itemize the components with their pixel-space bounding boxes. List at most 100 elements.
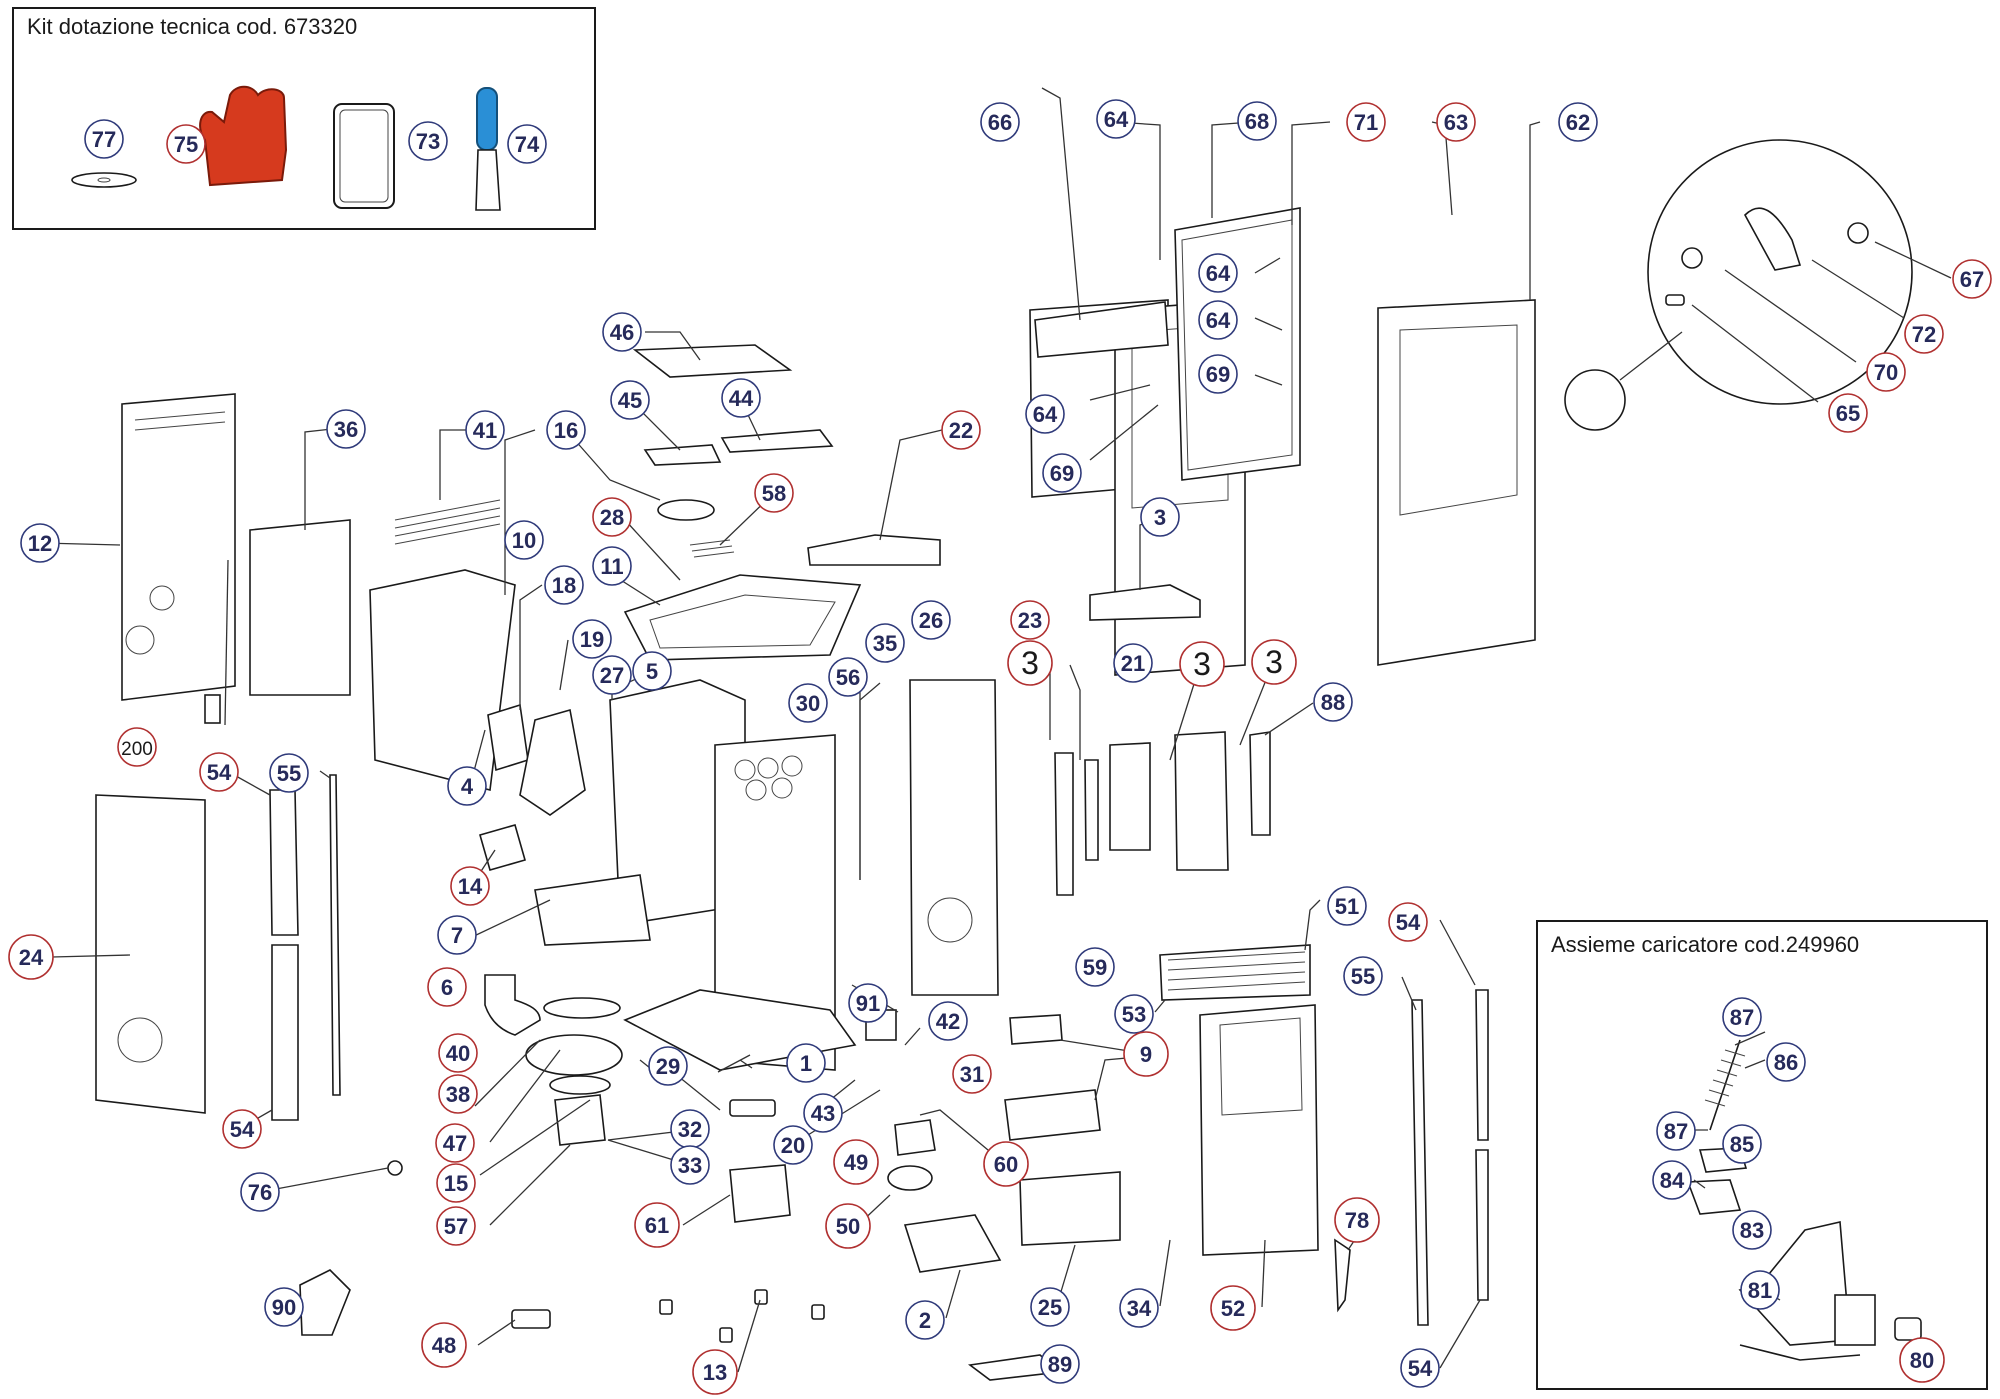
kit-box: Kit dotazione tecnica cod. 673320 xyxy=(12,7,596,230)
callout-51: 51 xyxy=(1327,886,1367,926)
callout-number: 21 xyxy=(1121,651,1145,676)
callout-number: 70 xyxy=(1874,360,1898,385)
callout-number: 58 xyxy=(762,481,786,506)
scraper-blade xyxy=(475,149,501,211)
callout-40: 40 xyxy=(438,1033,478,1073)
callout-number: 55 xyxy=(277,761,301,786)
callout-number: 50 xyxy=(836,1214,860,1239)
callout-number: 46 xyxy=(610,320,634,345)
fan-15 xyxy=(554,1094,606,1146)
callout-number: 80 xyxy=(1910,1348,1934,1373)
callout-26: 26 xyxy=(911,600,951,640)
callout-88: 88 xyxy=(1313,682,1353,722)
callout-ring xyxy=(1025,394,1065,434)
ring-40 xyxy=(543,997,621,1019)
callout-ring xyxy=(602,312,642,352)
callout-58: 58 xyxy=(754,473,794,513)
callout-64: 64 xyxy=(1096,99,1136,139)
label-200 xyxy=(204,694,221,724)
bracket-90 xyxy=(299,1269,351,1336)
callout-ring xyxy=(721,378,761,418)
callout-ring xyxy=(1313,682,1353,722)
callout-number: 64 xyxy=(1206,261,1231,286)
callout-ring xyxy=(848,983,888,1023)
callout-number: 10 xyxy=(512,528,536,553)
channel-18 xyxy=(487,703,529,772)
callout-ring xyxy=(786,1043,826,1083)
callout-1: 1 xyxy=(786,1043,826,1083)
callout-number: 49 xyxy=(844,1150,868,1175)
callout-ring xyxy=(264,1287,304,1327)
callout-ring xyxy=(941,410,981,450)
callout-ring xyxy=(20,523,60,563)
callout-ring xyxy=(447,766,487,806)
callout-number: 200 xyxy=(121,739,153,760)
callout-ring xyxy=(1179,641,1225,687)
callout-14: 14 xyxy=(450,866,490,906)
plate-59 xyxy=(1009,1014,1063,1045)
callout-91: 91 xyxy=(848,983,888,1023)
callout-ring xyxy=(865,623,905,663)
callout-ring xyxy=(84,119,124,159)
callout-ring xyxy=(240,1172,280,1212)
callout-25: 25 xyxy=(1030,1287,1070,1327)
callout-number: 71 xyxy=(1354,110,1378,135)
callout-number: 65 xyxy=(1836,401,1860,426)
callout-number: 40 xyxy=(446,1041,470,1066)
callout-ring xyxy=(692,1349,738,1395)
top-plate-46 xyxy=(632,344,793,378)
callout-24: 24 xyxy=(8,934,54,980)
callout-number: 41 xyxy=(473,418,497,443)
callout-45: 45 xyxy=(610,380,650,420)
callout-72: 72 xyxy=(1904,314,1944,354)
callout-ring xyxy=(1436,102,1476,142)
trim-55-left xyxy=(329,774,341,1096)
callout-number: 63 xyxy=(1444,110,1468,135)
hinge-detail xyxy=(1564,139,1913,431)
callout-number: 59 xyxy=(1083,955,1107,980)
callout-60: 60 xyxy=(983,1141,1029,1187)
callout-ring xyxy=(803,1093,843,1133)
trim-54a xyxy=(1475,989,1489,1141)
housing-38 xyxy=(525,1034,623,1076)
grate-41 xyxy=(394,499,501,545)
callout-10: 10 xyxy=(504,520,544,560)
callout-22: 22 xyxy=(941,410,981,450)
box-9 xyxy=(1004,1089,1101,1141)
callout-number: 69 xyxy=(1206,362,1230,387)
callout-number: 26 xyxy=(919,608,943,633)
callout-ring xyxy=(754,473,794,513)
callout-43: 43 xyxy=(803,1093,843,1133)
callout-number: 36 xyxy=(334,417,358,442)
callout-number: 77 xyxy=(92,127,116,152)
callout-number: 83 xyxy=(1740,1218,1764,1243)
callout-33: 33 xyxy=(670,1145,710,1185)
callout-number: 3 xyxy=(1021,645,1039,681)
callout-48: 48 xyxy=(421,1322,467,1368)
callout-number: 75 xyxy=(174,132,198,157)
washer-part xyxy=(71,172,137,188)
callout-ring xyxy=(592,546,632,586)
callout-69: 69 xyxy=(1198,354,1238,394)
grate-58 xyxy=(689,539,735,558)
callout-ring xyxy=(326,409,366,449)
callout-27: 27 xyxy=(592,655,632,695)
callout-ring xyxy=(1119,1288,1159,1328)
callout-number: 32 xyxy=(678,1117,702,1142)
callout-30: 30 xyxy=(788,683,828,723)
callout-number: 35 xyxy=(873,631,897,656)
callout-number: 30 xyxy=(796,691,820,716)
top-panel-3 xyxy=(1089,584,1201,621)
callout-54: 54 xyxy=(1400,1348,1440,1388)
side-trims xyxy=(1054,584,1271,896)
callout-31: 31 xyxy=(952,1054,992,1094)
callout-number: 44 xyxy=(729,386,754,411)
stove-body xyxy=(609,344,941,1071)
callout-64: 64 xyxy=(1198,300,1238,340)
callout-ring xyxy=(117,727,157,767)
callout-3: 3 xyxy=(1179,641,1225,687)
callout-55: 55 xyxy=(1343,956,1383,996)
callout-ring xyxy=(1343,956,1383,996)
callout-ring xyxy=(632,651,672,691)
callout-ring xyxy=(911,600,951,640)
